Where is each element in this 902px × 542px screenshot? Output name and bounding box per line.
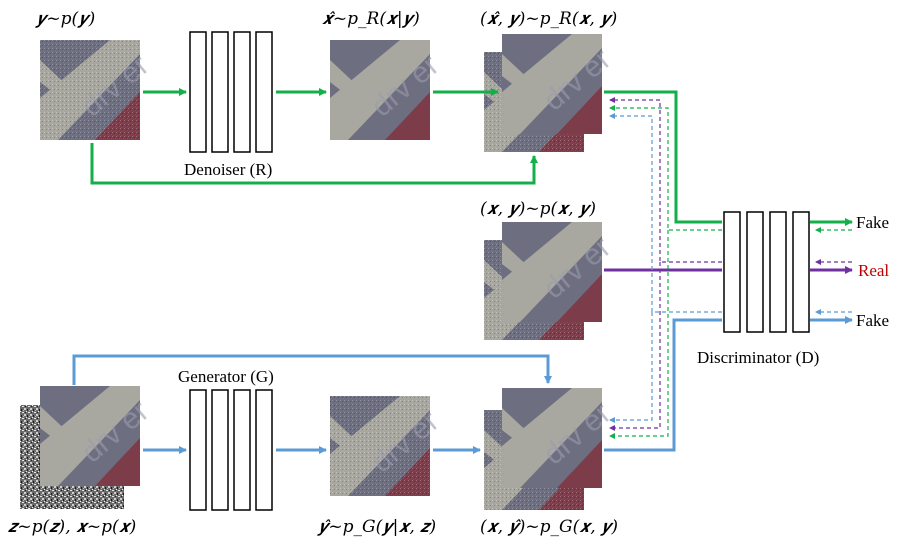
noisy-input-label: 𝒚~p(𝒚) [35,9,95,29]
generator-label: Generator (G) [178,367,274,386]
denoiser-flow-arrows [90,88,853,226]
generated-output-patch [330,396,446,496]
denoised-pair-label: (𝒙̂, 𝒚)~p_R(𝒙, 𝒚) [480,9,617,29]
real-label: Real [858,261,889,280]
denoiser-label: Denoiser (R) [184,160,272,179]
generator-inputs-stack [20,386,156,509]
denoised-output-patch [330,40,446,140]
noisy-input-patch [40,40,156,140]
generator-inputs-label: 𝒛~p(𝒛), 𝒙~p(𝒙) [8,517,136,537]
real-pair-stack [484,222,618,340]
generated-output-label: 𝒚̂~p_G(𝒚|𝒙, 𝒛) [317,517,436,537]
feedback-dashed-arrows [609,97,852,439]
fake-top-label: Fake [856,213,889,232]
discriminator-network-icon [723,211,810,333]
denoised-pair-stack [484,34,618,152]
denoiser-network-icon [189,31,273,153]
discriminator-label: Discriminator (D) [697,348,819,367]
generated-pair-stack [484,388,618,510]
generator-network-icon [189,389,273,511]
denoised-output-label: 𝒙̂~p_R(𝒙|𝒚) [322,9,420,29]
generated-pair-label: (𝒙, 𝒚̂)~p_G(𝒙, 𝒚) [480,517,618,537]
fake-bottom-label: Fake [856,311,889,330]
real-pair-label: (𝒙, 𝒚)~p(𝒙, 𝒚) [480,199,596,219]
generator-flow-arrows [72,316,853,454]
